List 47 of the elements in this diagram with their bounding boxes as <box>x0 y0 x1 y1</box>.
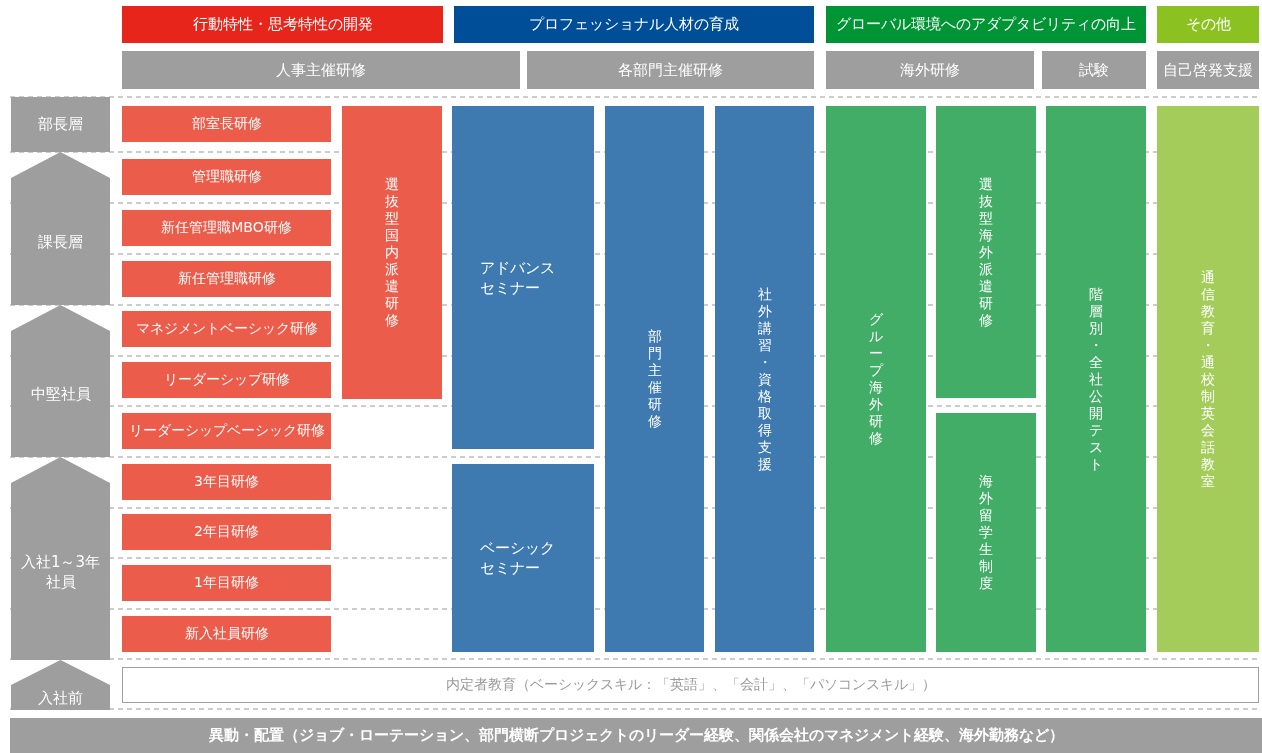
category-header: その他 <box>1157 6 1259 43</box>
program-box: リーダーシップベーシック研修 <box>122 413 331 449</box>
program-label: 海外留学生制度 <box>978 473 994 592</box>
program-box <box>452 106 594 449</box>
program-label: ベーシックセミナー <box>480 538 556 578</box>
level-label: 中堅社員 <box>30 384 91 404</box>
program-label: グループ海外研修 <box>868 311 884 447</box>
program-box: 1年目研修 <box>122 565 331 601</box>
program-label: 選抜型国内派遣研修 <box>384 176 400 329</box>
program-box: 内定者教育（ベーシックスキル：「英語」、「会計」、「パソコンスキル」） <box>122 667 1259 703</box>
category-header: 行動特性・思考特性の開発 <box>122 6 443 43</box>
program-label: 通信教育・通校制英会話教室 <box>1200 268 1216 490</box>
program-box: 新入社員研修 <box>122 616 331 652</box>
program-box: 新任管理職MBO研修 <box>122 210 331 246</box>
sub-header: 自己啓発支援 <box>1157 51 1259 89</box>
program-box <box>936 106 1036 398</box>
program-box: 2年目研修 <box>122 514 331 550</box>
program-box <box>715 106 814 652</box>
program-label: アドバンスセミナー <box>480 257 556 298</box>
sub-header: 人事主催研修 <box>122 51 520 89</box>
sub-header: 海外研修 <box>826 51 1034 89</box>
program-box: 3年目研修 <box>122 464 331 500</box>
program-label: 部門主催研修 <box>647 328 662 430</box>
program-box <box>452 464 594 652</box>
category-header: プロフェッショナル人材の育成 <box>454 6 814 43</box>
program-box <box>342 106 442 399</box>
program-box: 新任管理職研修 <box>122 261 331 297</box>
program-box <box>1157 106 1259 652</box>
program-label: 選抜型海外派遣研修 <box>978 175 994 329</box>
program-box: マネジメントベーシック研修 <box>122 311 331 347</box>
program-label: 階層別・全社公開テスト <box>1088 285 1104 473</box>
program-box <box>1046 106 1146 652</box>
program-box: リーダーシップ研修 <box>122 362 331 398</box>
footer-bar: 異動・配置（ジョブ・ローテーション、部門横断プロジェクトのリーダー経験、関係会社のマネジメント経験、海外勤務など） <box>10 718 1262 753</box>
sub-header: 試験 <box>1042 51 1146 89</box>
category-header: グローバル環境へのアダプタビリティの向上 <box>826 6 1146 43</box>
program-box: 管理職研修 <box>122 159 331 195</box>
program-box <box>826 106 926 652</box>
program-label: 社外講習・資格取得支援 <box>757 285 772 473</box>
program-box <box>936 413 1036 652</box>
level-box: 部長層 <box>11 97 110 152</box>
sub-header: 各部門主催研修 <box>527 51 814 89</box>
program-box <box>605 106 704 652</box>
level-label: 入社1～3年社員 <box>19 551 102 592</box>
level-label: 入社前 <box>38 687 83 708</box>
level-label: 課長層 <box>38 231 83 252</box>
program-box: 部室長研修 <box>122 106 331 142</box>
